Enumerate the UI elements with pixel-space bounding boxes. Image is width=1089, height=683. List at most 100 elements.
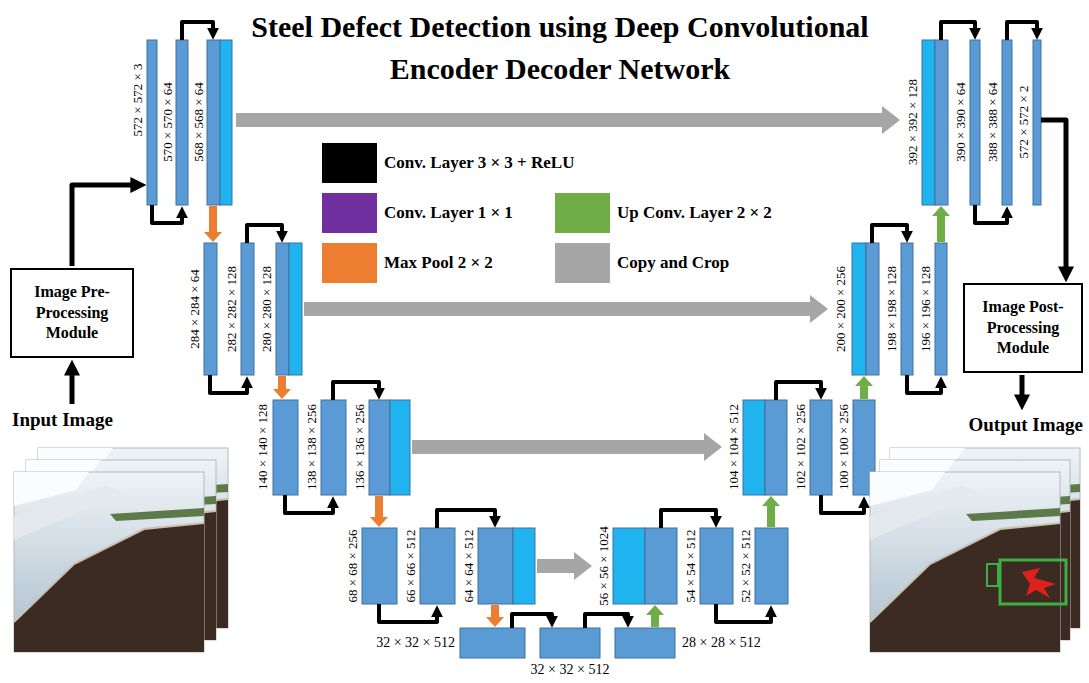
conv-arrow <box>512 614 552 628</box>
feature-map-bar <box>810 400 832 495</box>
up-conv-arrow <box>932 206 950 242</box>
dimension-label: 392 × 392 × 128 <box>906 79 919 165</box>
conv-arrow <box>210 375 247 393</box>
feature-map-bar <box>935 243 947 375</box>
feature-map-bar <box>273 400 298 495</box>
conv-arrow <box>716 604 771 622</box>
diagram-title: Steel Defect Detection using Deep Convol… <box>250 6 870 90</box>
max-pool-arrow <box>204 206 222 242</box>
max-pool-arrow <box>486 605 504 627</box>
feature-map-bar <box>204 243 217 375</box>
feature-map-bar <box>420 528 455 604</box>
dimension-label: 104 × 104 × 512 <box>727 404 740 490</box>
copied-map-bar <box>743 400 765 495</box>
dimension-label: 66 × 66 × 512 <box>404 529 417 602</box>
conv-arrow <box>285 495 333 513</box>
copied-map-bar <box>852 243 866 375</box>
conv-arrow <box>585 614 628 628</box>
feature-map-bar <box>147 40 157 205</box>
feature-map-bar <box>935 40 948 205</box>
dimension-label: 572 × 572 × 2 <box>1017 85 1030 158</box>
dimension-label: 572 × 572 × 3 <box>131 63 144 136</box>
conv-arrow <box>1007 22 1037 40</box>
copied-map-bar <box>922 40 935 205</box>
copied-map-bar <box>220 40 232 205</box>
copied-map-bar <box>390 400 410 495</box>
image-caption: Output Image <box>968 415 1083 434</box>
conv-arrow <box>437 510 495 528</box>
dimension-label: 100 × 100 × 256 <box>837 404 850 490</box>
flow-arrow <box>70 374 75 404</box>
image-caption: Input Image <box>12 410 113 429</box>
conv-arrow <box>152 205 182 223</box>
flow-arrow <box>72 185 132 266</box>
copy-crop-arrow <box>304 295 828 323</box>
legend-text: Conv. Layer 3 × 3 + ReLU <box>384 153 574 173</box>
dimension-label: 32 × 32 × 512 <box>531 663 610 677</box>
feature-map-bar <box>866 243 879 375</box>
up-conv-arrow <box>855 376 873 399</box>
copied-map-bar <box>613 528 645 604</box>
copied-map-bar <box>513 528 535 604</box>
conv-arrow <box>975 205 1007 223</box>
dimension-label: 280 × 280 × 128 <box>260 266 273 352</box>
conv-arrow <box>872 225 907 243</box>
copied-map-bar <box>289 243 302 375</box>
dimension-label: 282 × 282 × 128 <box>225 266 238 352</box>
dimension-label: 388 × 388 × 64 <box>986 82 999 162</box>
box-text: Image Pre-Processing Module <box>17 282 127 344</box>
legend-swatch <box>322 143 377 183</box>
process-box: Image Post-Processing Module <box>963 283 1083 373</box>
feature-map-bar <box>321 400 346 495</box>
feature-map-bar <box>369 400 390 495</box>
feature-map-bar <box>901 243 913 375</box>
input-photo <box>14 472 204 652</box>
feature-map-bar <box>540 628 600 658</box>
dimension-label: 28 × 28 × 512 <box>682 636 761 650</box>
flow-arrow <box>1020 375 1025 396</box>
dimension-label: 284 × 284 × 64 <box>188 269 201 349</box>
dimension-label: 54 × 54 × 512 <box>684 529 697 602</box>
conv-arrow <box>907 375 941 393</box>
dimension-label: 136 × 136 × 256 <box>353 404 366 490</box>
conv-arrow <box>661 510 716 528</box>
dimension-label: 102 × 102 × 256 <box>794 404 807 490</box>
feature-map-bar <box>478 528 513 604</box>
feature-map-bar <box>241 243 254 375</box>
dimension-label: 64 × 64 × 512 <box>462 529 475 602</box>
legend-text: Max Pool 2 × 2 <box>384 253 493 273</box>
legend-swatch <box>555 193 610 233</box>
feature-map-bar <box>700 528 733 604</box>
feature-map-bar <box>615 628 675 658</box>
dimension-label: 52 × 52 × 512 <box>739 529 752 602</box>
dimension-label: 196 × 196 × 128 <box>919 266 932 352</box>
dimension-label: 198 × 198 × 128 <box>885 266 898 352</box>
legend-swatch <box>555 243 610 283</box>
feature-map-bar <box>176 40 188 205</box>
up-conv-arrow <box>762 496 780 527</box>
feature-map-bar <box>207 40 220 205</box>
defect-mark <box>1022 568 1056 598</box>
legend-text: Copy and Crop <box>617 253 729 273</box>
feature-map-bar <box>645 528 677 604</box>
defect-tag <box>987 564 998 586</box>
legend-swatch <box>322 193 377 233</box>
feature-map-bar <box>765 400 787 495</box>
max-pool-arrow <box>370 496 388 527</box>
dimension-label: 68 × 68 × 256 <box>346 529 359 602</box>
feature-map-bar <box>1033 40 1041 205</box>
copy-crop-arrow <box>412 433 722 461</box>
feature-map-bar <box>1002 40 1012 205</box>
conv-arrow <box>776 382 821 400</box>
legend-text: Conv. Layer 1 × 1 <box>384 203 513 223</box>
conv-arrow <box>333 382 379 400</box>
copy-crop-arrow <box>236 106 900 134</box>
box-text: Image Post-Processing Module <box>970 297 1076 359</box>
dimension-label: 140 × 140 × 128 <box>256 404 269 490</box>
dimension-label: 138 × 138 × 256 <box>305 404 318 490</box>
conv-arrow <box>182 22 213 40</box>
feature-map-bar <box>276 243 289 375</box>
feature-map-bar <box>460 628 525 658</box>
dimension-label: 56 × 56 × 1024 <box>597 526 610 606</box>
